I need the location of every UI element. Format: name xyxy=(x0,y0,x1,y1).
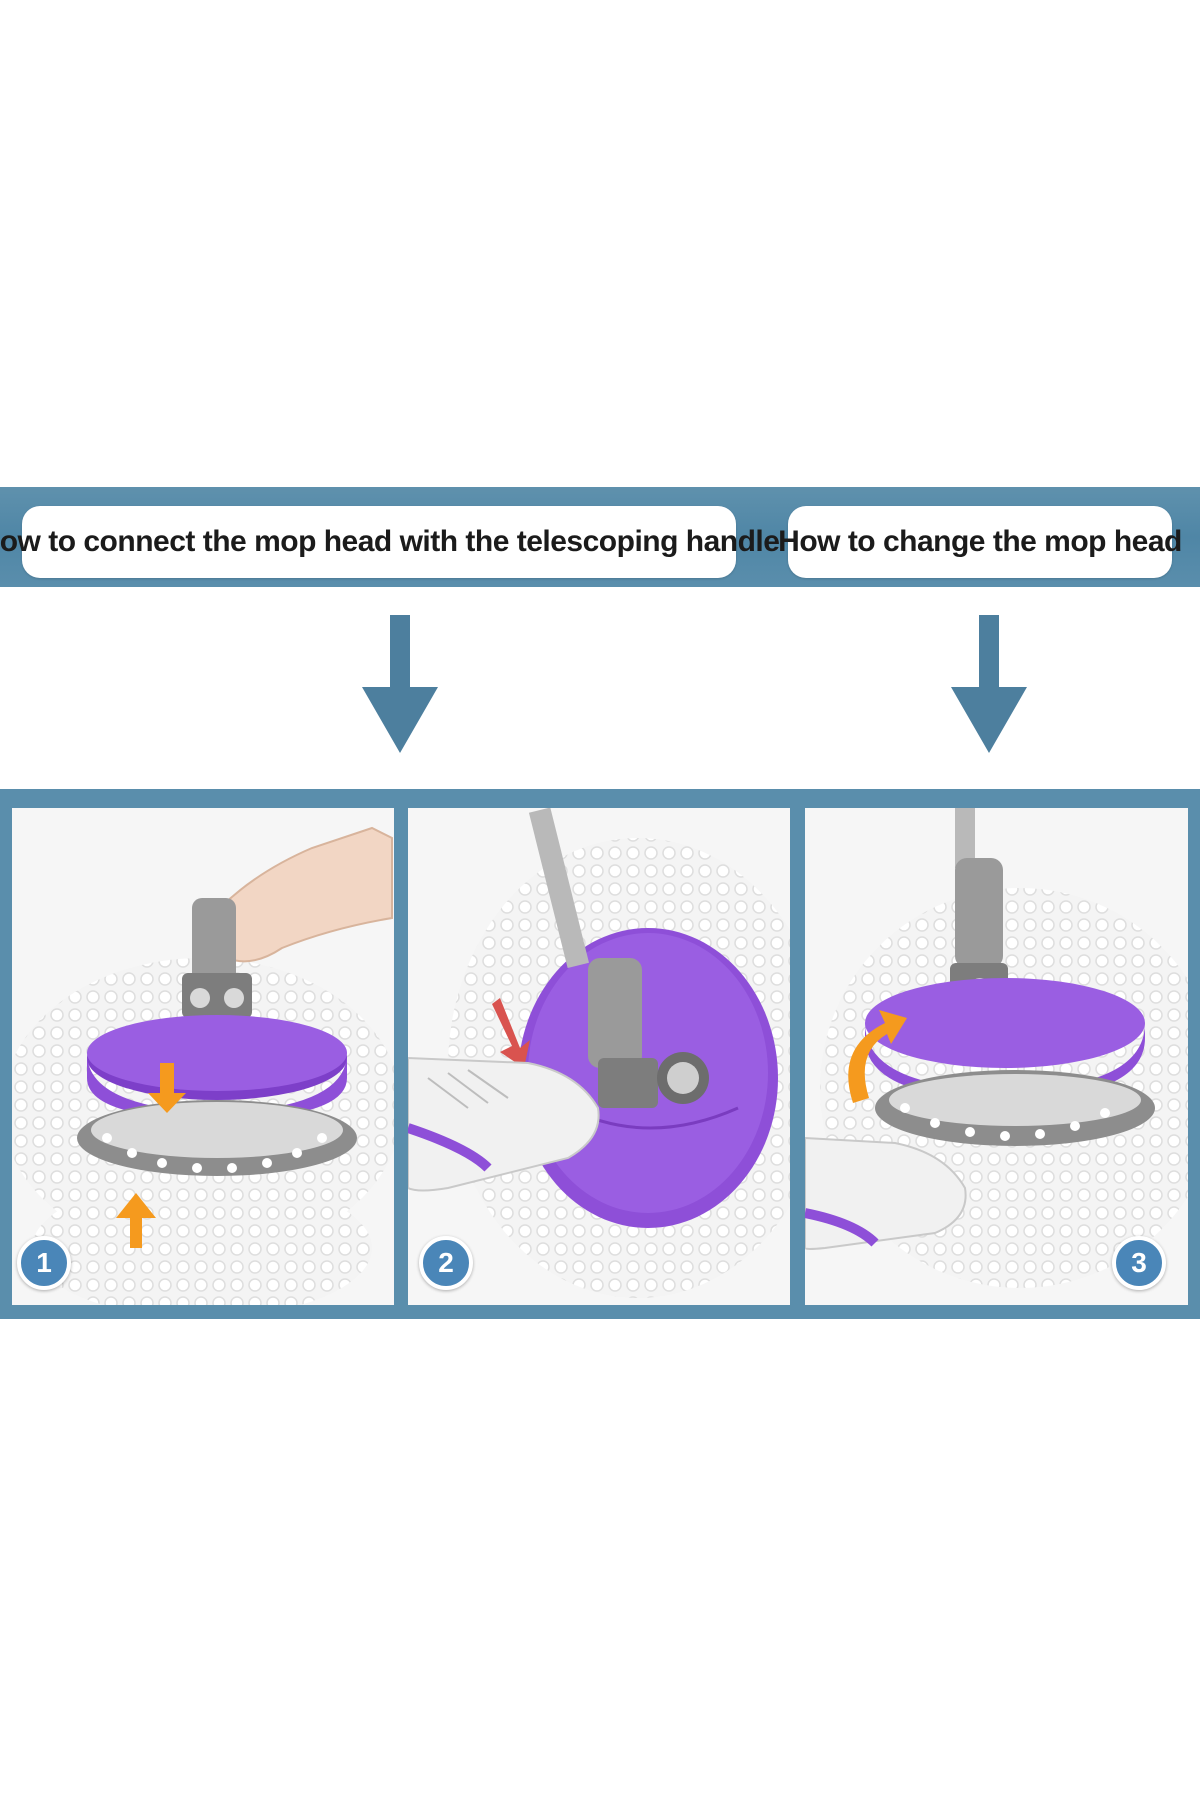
step-badge: 2 xyxy=(419,1236,473,1290)
sneaker xyxy=(408,1056,600,1192)
step-1-photo xyxy=(12,808,394,1305)
step-badge: 1 xyxy=(17,1236,71,1290)
push-up-arrow xyxy=(116,1193,156,1248)
down-arrow-icon xyxy=(362,615,438,753)
push-down-arrow xyxy=(148,1063,186,1113)
step-badge: 3 xyxy=(1112,1236,1166,1290)
hint-arrow xyxy=(492,998,530,1068)
lift-arrow xyxy=(848,1010,907,1103)
step-2-photo xyxy=(408,808,790,1305)
change-head-instructions-title: How to change the mop head xyxy=(778,506,1182,578)
handle-grip xyxy=(192,898,236,988)
connect-instructions-title: How to connect the mop head with the tel… xyxy=(0,506,780,578)
step-3-photo xyxy=(805,808,1188,1305)
down-arrow-icon xyxy=(951,615,1027,753)
